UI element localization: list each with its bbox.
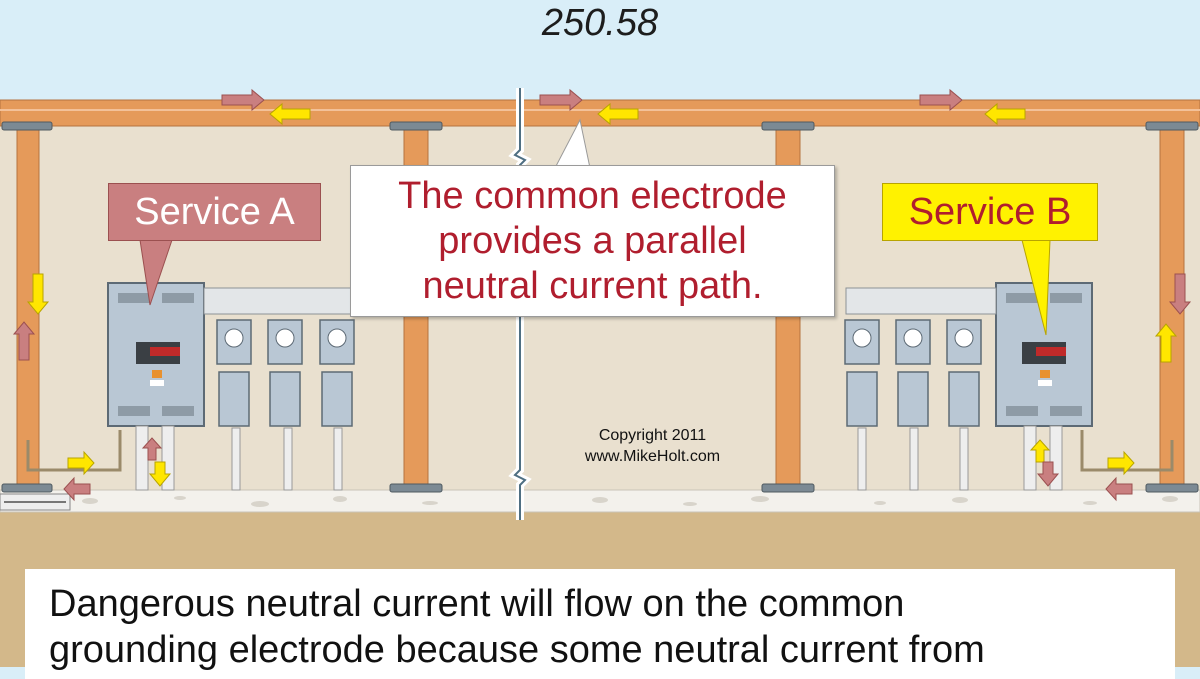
callout-line: provides a parallel bbox=[438, 220, 747, 262]
diagram-title: 250.58 bbox=[541, 2, 659, 44]
sky bbox=[0, 0, 1200, 100]
break-line bbox=[508, 88, 532, 520]
meters-right bbox=[844, 319, 982, 427]
current-arrows bbox=[12, 88, 1192, 502]
copyright-year: Copyright 2011 bbox=[598, 427, 707, 444]
service-conduits bbox=[135, 425, 1063, 491]
caption-line: Dangerous neutral current will flow on t… bbox=[49, 583, 905, 625]
grounding-electrode bbox=[0, 493, 71, 511]
service-a-panel bbox=[107, 282, 205, 427]
callout-box: The common electrode provides a parallel… bbox=[350, 165, 835, 317]
meter-faces-left bbox=[224, 328, 347, 348]
service-b-label: Service B bbox=[882, 183, 1098, 241]
meter-faces-right bbox=[852, 328, 974, 348]
caption-line: grounding electrode because some neutral… bbox=[49, 629, 985, 671]
callout-line: neutral current path. bbox=[422, 265, 763, 307]
meters-left bbox=[216, 319, 355, 427]
beam-brackets bbox=[1, 121, 1199, 493]
copyright-notice: Copyright 2011 www.MikeHolt.com bbox=[545, 425, 760, 467]
copyright-url: www.MikeHolt.com bbox=[584, 448, 721, 465]
slab-texture bbox=[82, 496, 1178, 507]
callout-line: The common electrode bbox=[398, 175, 787, 217]
service-a-label: Service A bbox=[108, 183, 321, 241]
caption-box: Dangerous neutral current will flow on t… bbox=[25, 569, 1175, 679]
